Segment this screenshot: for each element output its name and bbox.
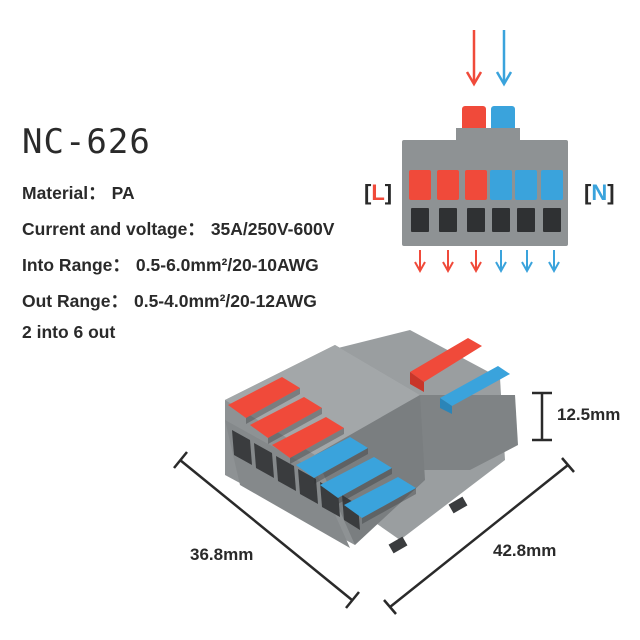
dimension-width-label: 36.8mm [190, 545, 254, 564]
live-marker: [L] [364, 180, 392, 206]
dimension-depth-marker [383, 457, 575, 615]
connector-3d-view [225, 330, 518, 554]
spec-into-range: Into Range：0.5-6.0mm²/20-10AWG [22, 252, 319, 277]
spec-current-voltage: Current and voltage：35A/250V-600V [22, 216, 334, 241]
input-arrows [465, 30, 513, 87]
spec-value: PA [111, 183, 135, 203]
spec-value: 35A/250V-600V [210, 219, 335, 239]
spec-value: 2 into 6 out [22, 322, 116, 342]
output-arrows [414, 250, 560, 274]
neutral-marker-letter: N [591, 180, 608, 205]
live-marker-letter: L [371, 180, 385, 205]
bracket-close: ] [384, 180, 393, 205]
bracket-open: [ [584, 180, 592, 205]
bracket-open: [ [364, 180, 372, 205]
wire-holes [411, 208, 561, 232]
bracket-close: ] [607, 180, 615, 205]
neutral-marker: [N] [584, 180, 615, 206]
spec-value: 0.5-4.0mm²/20-12AWG [133, 291, 317, 311]
spec-label: Material： [22, 183, 106, 203]
spec-label: Out Range： [22, 291, 128, 311]
spec-label: Current and voltage： [22, 219, 205, 239]
spec-configuration: 2 into 6 out [22, 322, 115, 343]
output-levers [409, 170, 563, 200]
spec-material: Material：PA [22, 180, 135, 205]
dimension-width-marker [173, 451, 360, 609]
dimension-height-marker [532, 391, 552, 442]
dimension-height-label: 12.5mm [557, 405, 621, 424]
dimension-depth-label: 42.8mm [493, 541, 557, 560]
spec-label: Into Range： [22, 255, 130, 275]
spec-out-range: Out Range：0.5-4.0mm²/20-12AWG [22, 288, 317, 313]
product-model-title: NC-626 [22, 122, 151, 162]
spec-value: 0.5-6.0mm²/20-10AWG [135, 255, 319, 275]
